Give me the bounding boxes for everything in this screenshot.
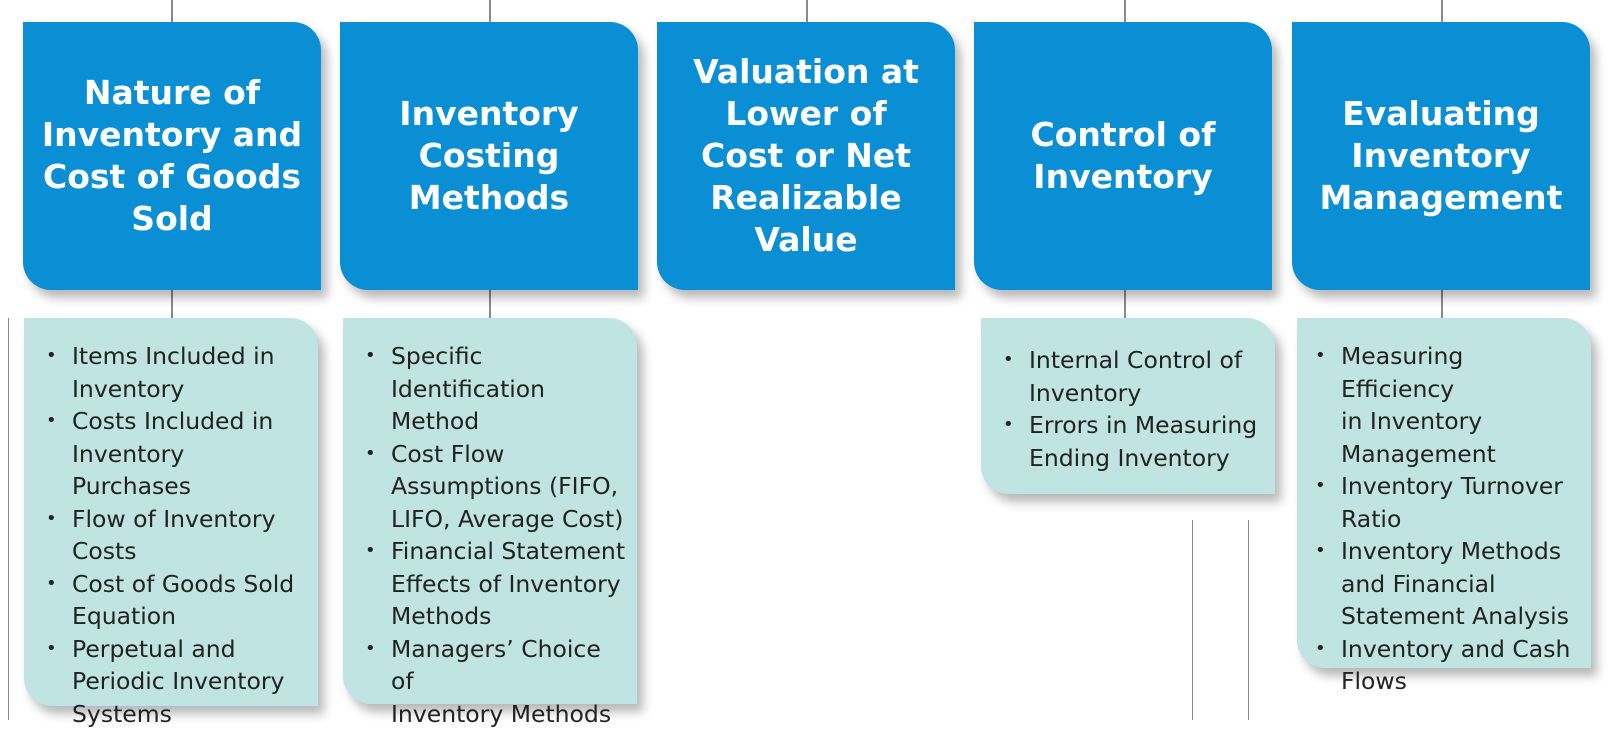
connector-line <box>489 0 491 22</box>
topic-box-inventory-cost: Nature of Inventory and Cost of Goods So… <box>23 22 321 290</box>
connector-line <box>1124 290 1126 318</box>
subtopic-item: Items Included in Inventory <box>46 340 310 405</box>
subtopic-item: Errors in Measuring Ending Inventory <box>1003 409 1267 474</box>
topic-box-control: Control of Inventory <box>974 22 1272 290</box>
subtopic-item: Flow of Inventory Costs <box>46 503 310 568</box>
subtopic-list: Internal Control of Inventory Errors in … <box>1003 344 1267 474</box>
subtopic-list: Specific Identification Method Cost Flow… <box>365 340 629 730</box>
topic-title: Nature of Inventory and Cost of Goods So… <box>42 72 302 240</box>
topic-title: Valuation at Lower of Cost or Net Realiz… <box>667 51 945 261</box>
subtopic-item: Perpetual and Periodic Inventory Systems <box>46 633 310 730</box>
connector-line <box>8 318 9 720</box>
subtopic-box-evaluating: Measuring Efficiency in Inventory Manage… <box>1297 318 1591 668</box>
connector-line <box>171 290 173 318</box>
subtopic-item: Cost Flow Assumptions (FIFO, LIFO, Avera… <box>365 438 629 536</box>
subtopic-box-costing-methods: Specific Identification Method Cost Flow… <box>343 318 637 704</box>
subtopic-item: Measuring Efficiency in Inventory Manage… <box>1315 340 1583 470</box>
topic-box-costing-methods: Inventory Costing Methods <box>340 22 638 290</box>
subtopic-list: Measuring Efficiency in Inventory Manage… <box>1315 340 1583 698</box>
connector-line <box>1441 290 1443 318</box>
connector-line <box>1124 0 1126 22</box>
connector-line <box>489 290 491 318</box>
connector-line <box>1441 0 1443 22</box>
subtopic-box-control: Internal Control of Inventory Errors in … <box>981 318 1275 494</box>
subtopic-item: Inventory and Cash Flows <box>1315 633 1583 698</box>
subtopic-item: Cost of Goods Sold Equation <box>46 568 310 633</box>
topic-title: Inventory Costing Methods <box>399 93 578 219</box>
subtopic-item: Inventory Turnover Ratio <box>1315 470 1583 535</box>
topic-title: Evaluating Inventory Management <box>1320 93 1563 219</box>
connector-line <box>1192 520 1193 720</box>
subtopic-box-inventory-cost: Items Included in Inventory Costs Includ… <box>24 318 318 706</box>
subtopic-item: Internal Control of Inventory <box>1003 344 1267 409</box>
subtopic-list: Items Included in Inventory Costs Includ… <box>46 340 310 730</box>
subtopic-item: Managers’ Choice of Inventory Methods <box>365 633 629 730</box>
topic-box-evaluating: Evaluating Inventory Management <box>1292 22 1590 290</box>
subtopic-item: Costs Included in Inventory Purchases <box>46 405 310 503</box>
subtopic-item: Inventory Methods and Financial Statemen… <box>1315 535 1583 633</box>
subtopic-item: Specific Identification Method <box>365 340 629 438</box>
topic-box-valuation: Valuation at Lower of Cost or Net Realiz… <box>657 22 955 290</box>
subtopic-item: Financial Statement Effects of Inventory… <box>365 535 629 633</box>
connector-line <box>171 0 173 22</box>
topic-title: Control of Inventory <box>1031 114 1216 198</box>
connector-line <box>1248 520 1249 720</box>
connector-line <box>806 0 808 22</box>
